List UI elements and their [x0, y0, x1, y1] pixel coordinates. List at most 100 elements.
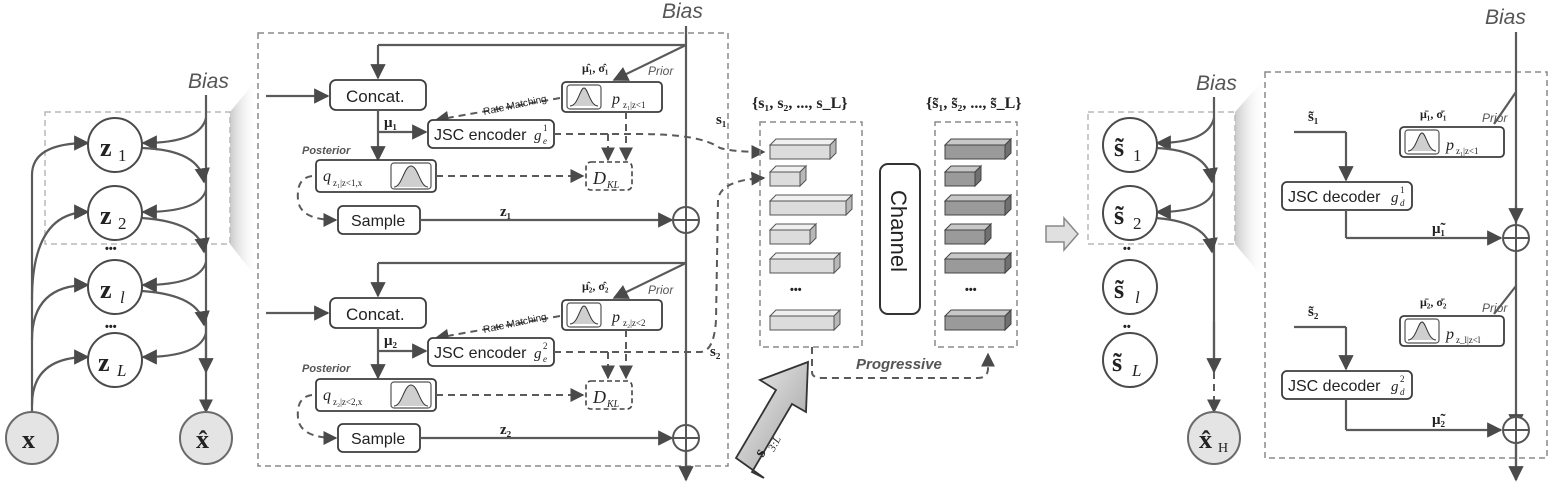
node-x-hat-H: x̂ H — [1187, 411, 1241, 465]
svg-text:KL: KL — [606, 399, 620, 410]
dkl-box-1: D KL — [585, 161, 633, 191]
posterior-box-2: q z₂|z<2,x — [315, 378, 437, 412]
prior-dec2-params: μ̄₂, σ̄₂ — [1420, 295, 1447, 309]
s-blocks-ellipsis: ••• — [790, 284, 802, 296]
ellipsis-z-1: ••• — [105, 243, 117, 255]
s-block-5 — [768, 251, 842, 275]
jsc-encoder-box-1: JSC encoder g e 1 — [427, 119, 555, 149]
decode-hollow-arrow — [1045, 216, 1079, 252]
svg-text:JSC decoder: JSC decoder — [1288, 189, 1381, 206]
svg-text:z₁|z<1: z₁|z<1 — [623, 100, 646, 110]
svg-text:Channel: Channel — [886, 190, 911, 272]
svg-text:D: D — [592, 387, 606, 407]
s-tilde-2-input-label: s̃₂ — [1308, 304, 1319, 320]
svg-text:p: p — [611, 91, 620, 108]
right-latent-hierarchy: Bias s̃ 1 s̃ 2 •• s̃ l •• s̃ L — [1087, 72, 1265, 465]
s2-label: s₂ — [710, 344, 721, 360]
svg-text:1: 1 — [1133, 146, 1142, 165]
svg-text:KL: KL — [606, 180, 620, 191]
node-z1: z 1 — [87, 117, 143, 173]
prior2-params: μ̂₂, σ̂₂ — [582, 279, 609, 293]
ellipsis-s-2: •• — [1123, 321, 1131, 333]
svg-text:2: 2 — [543, 341, 548, 351]
svg-text:z₂|z<2,x: z₂|z<2,x — [333, 397, 363, 407]
prior-box-dec-1: p z₁|z<1 — [1399, 126, 1505, 158]
channel-box: Channel — [879, 163, 921, 315]
decoder-frame — [1264, 71, 1548, 459]
svg-text:z: z — [98, 348, 110, 377]
svg-text:x: x — [22, 425, 35, 454]
s-tilde-blocks: ••• — [943, 137, 1013, 332]
node-zl: z l — [87, 259, 143, 315]
prior-dec1-params: μ̄₁, σ̄₁ — [1420, 107, 1447, 121]
svg-text:g: g — [534, 346, 542, 362]
svg-text:z₁|z<1: z₁|z<1 — [1456, 146, 1479, 156]
svg-text:Concat.: Concat. — [346, 87, 405, 106]
sum-node-dec-2 — [1502, 416, 1530, 444]
node-x-hat: x̂ — [179, 411, 233, 465]
svg-text:z: z — [100, 201, 112, 230]
svg-text:x̂: x̂ — [196, 425, 209, 454]
svg-text:d: d — [1400, 198, 1405, 208]
concat-box-1: Concat. — [329, 79, 427, 111]
prior-label-1: Prior — [648, 64, 674, 78]
s-set-label: {s₁, s₂, ..., s_L} — [752, 95, 848, 112]
s-tilde-block-5 — [943, 251, 1013, 275]
node-s-tilde-1: s̃ 1 — [1102, 117, 1158, 173]
svg-text:q: q — [323, 168, 331, 185]
bias-label-left: Bias — [188, 70, 229, 93]
prior-box-1: p z₁|z<1 — [561, 81, 663, 113]
svg-text:x̂: x̂ — [1199, 425, 1212, 454]
sample-box-2: Sample — [337, 423, 421, 453]
node-s-tilde-2: s̃ 2 — [1102, 185, 1158, 241]
s-tilde-blocks-ellipsis: ••• — [965, 284, 977, 296]
svg-text:p: p — [611, 309, 620, 326]
bias-label-right: Bias — [1196, 72, 1237, 95]
encoder-frame — [257, 32, 729, 467]
ellipsis-z-2: ••• — [105, 321, 117, 333]
mu2-label: μ₂ — [384, 333, 398, 349]
node-z2: z 2 — [87, 185, 143, 241]
s-tilde-1-input-label: s̃₁ — [1308, 109, 1318, 125]
node-s-tilde-L: s̃ L — [1102, 332, 1158, 388]
svg-text:s̃: s̃ — [1112, 348, 1122, 377]
right-zoom-cone — [1235, 78, 1265, 280]
svg-text:s̃: s̃ — [1114, 201, 1124, 230]
s1-label: s₁ — [716, 112, 726, 128]
jsc-decoder-box-1: JSC decoder g d 1 — [1281, 181, 1413, 211]
svg-text:2: 2 — [118, 214, 127, 233]
s-block-4 — [768, 222, 818, 246]
s-block-L — [768, 308, 842, 332]
node-x: x — [5, 411, 59, 465]
svg-text:1: 1 — [118, 146, 127, 165]
prior1-params: μ̂₁, σ̂₁ — [582, 61, 609, 75]
svg-text:z₂|z<2: z₂|z<2 — [623, 318, 646, 328]
s-block-1 — [768, 137, 838, 161]
svg-text:Sample: Sample — [351, 213, 405, 230]
svg-text:L: L — [1131, 361, 1141, 380]
svg-text:JSC encoder: JSC encoder — [434, 345, 527, 362]
s-tilde-block-2 — [943, 164, 983, 188]
left-latent-hierarchy: Bias z 1 z 2 ••• z l — [5, 70, 258, 465]
channel-section: {s₁, s₂, ..., s_L} — [734, 95, 1079, 479]
sum-node-1 — [672, 206, 700, 234]
posterior-box-1: q z₁|z<1,x — [315, 159, 437, 193]
mu-tilde-1-label: μ̃₁ — [1432, 221, 1446, 237]
prior-label-2: Prior — [648, 283, 674, 297]
prior-box-dec-2: p z_l|z<l — [1399, 315, 1505, 347]
sum-node-dec-1 — [1502, 224, 1530, 252]
z2-link-label: z₂ — [500, 422, 512, 438]
svg-text:H: H — [1218, 441, 1228, 456]
svg-text:JSC encoder: JSC encoder — [434, 127, 527, 144]
svg-text:l: l — [1135, 288, 1140, 307]
s-block-2 — [768, 164, 808, 188]
mu1-label: μ₁ — [384, 115, 397, 131]
svg-text:L: L — [116, 361, 126, 380]
z1-link-label: z₁ — [500, 204, 511, 220]
prior-box-2: p z₂|z<2 — [561, 299, 663, 331]
jsc-encoder-box-2: JSC encoder g e 2 — [427, 337, 555, 367]
svg-text:d: d — [1400, 387, 1405, 397]
svg-text:l: l — [120, 288, 125, 307]
s-tilde-block-4 — [943, 222, 993, 246]
